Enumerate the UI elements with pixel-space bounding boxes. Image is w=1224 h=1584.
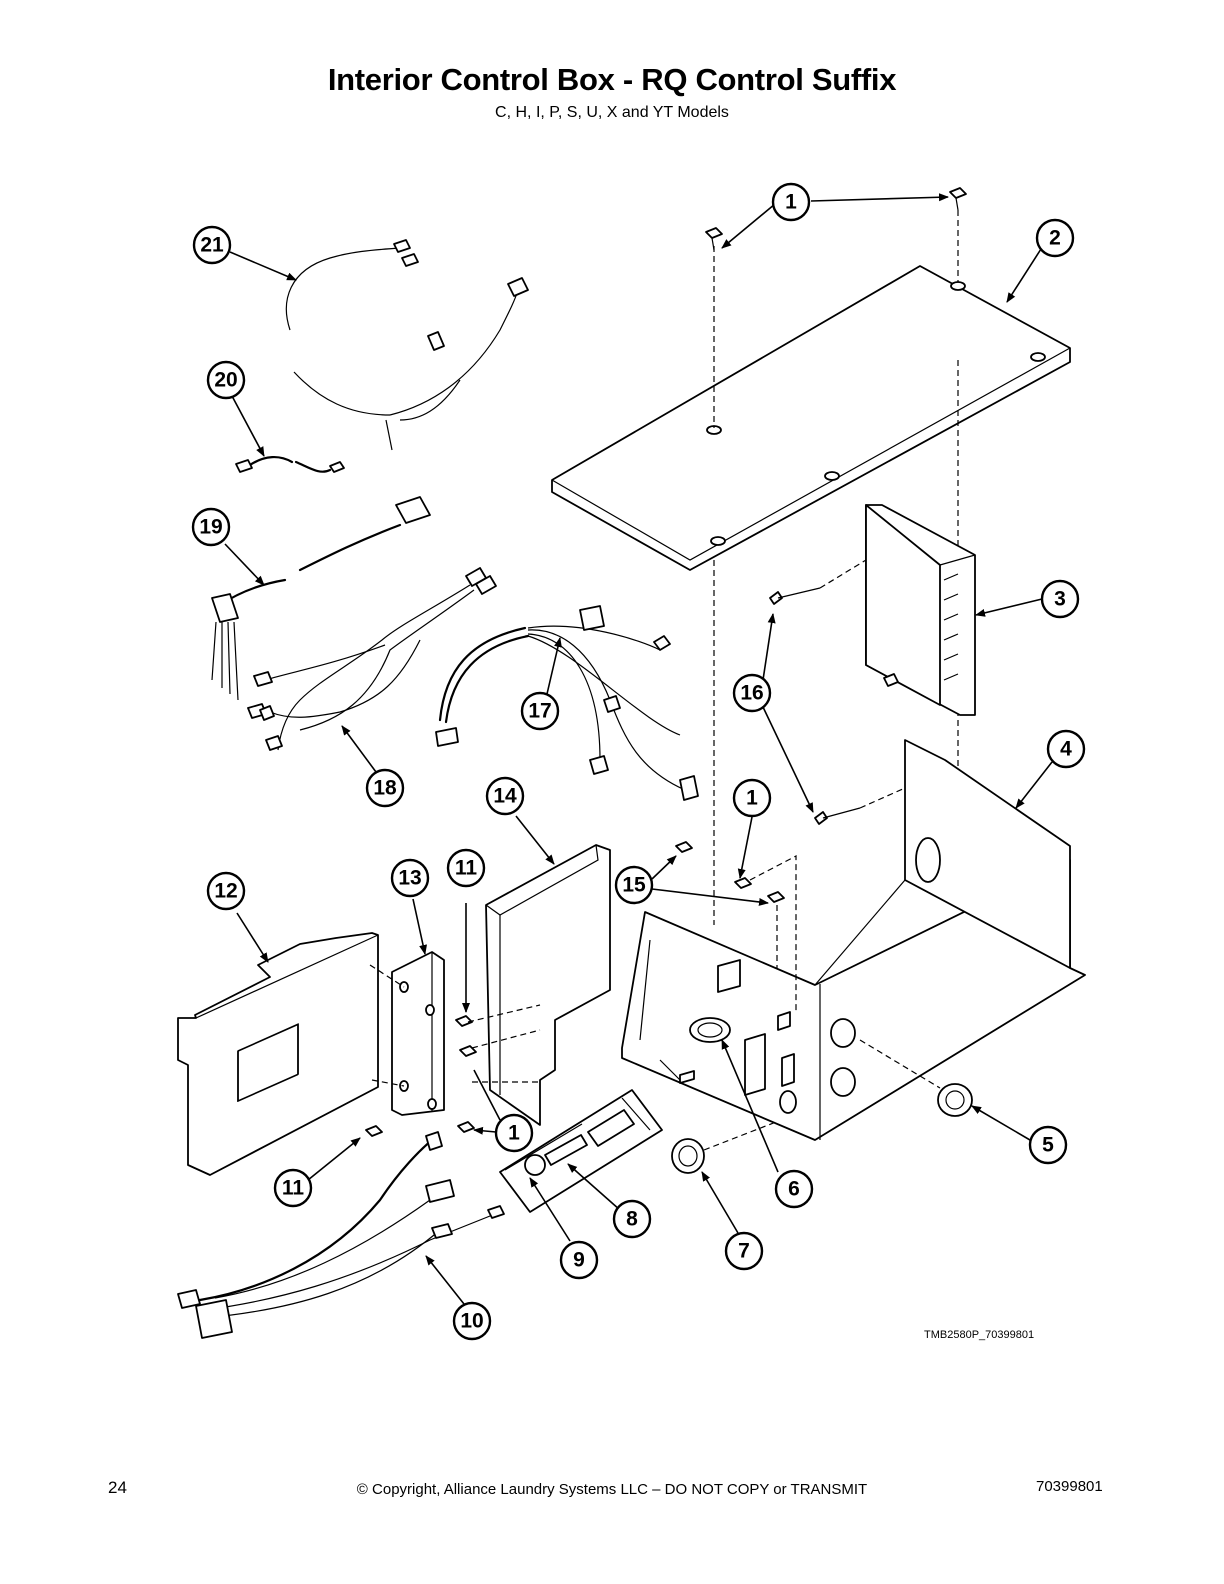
callout-21: 21 [192,225,232,265]
callout-5: 5 [1028,1125,1068,1165]
callout-label: 12 [214,880,237,903]
cover-plate [551,265,1071,571]
callout-20: 20 [206,360,246,400]
callout-8: 8 [612,1199,652,1239]
mounting-screws [769,559,906,825]
callout-12: 12 [206,871,246,911]
callout-1a: 1 [771,182,811,222]
callout-label: 16 [740,682,763,705]
callout-17: 17 [520,691,560,731]
mounting-plate-13 [391,951,445,1116]
document-number: 70399801 [1036,1478,1103,1495]
wire-harness-17 [435,605,699,801]
fuse-holder-assembly [499,1089,663,1213]
callout-label: 5 [1042,1134,1054,1157]
callout-4: 4 [1046,729,1086,769]
callout-label: 13 [398,867,421,890]
callout-label: 2 [1049,227,1061,250]
callout-label: 20 [214,369,237,392]
callout-16: 16 [732,673,772,713]
bushing-7 [671,1138,705,1174]
copyright-notice: © Copyright, Alliance Laundry Systems LL… [356,1481,868,1498]
callout-6: 6 [774,1169,814,1209]
bushing-5 [937,1083,973,1117]
callout-label: 10 [460,1310,483,1333]
mounting-bracket-14 [485,844,611,1126]
callout-label: 1 [785,191,797,214]
callout-label: 4 [1060,738,1072,761]
callout-label: 11 [455,857,478,880]
callout-label: 8 [626,1208,638,1231]
callout-label: 1 [746,787,758,810]
callout-1b: 1 [732,778,772,818]
callout-7: 7 [724,1231,764,1271]
callout-label: 21 [200,234,224,257]
callout-14: 14 [485,776,525,816]
callout-11b: 11 [273,1168,313,1208]
box-housing [621,739,1086,1141]
callout-1c: 1 [494,1113,534,1153]
callout-9: 9 [559,1240,599,1280]
control-board-12 [177,932,405,1176]
page-title: Interior Control Box - RQ Control Suffix [327,62,897,97]
wire-harness-21 [285,239,529,451]
callout-label: 14 [493,785,517,808]
page-number: 24 [108,1478,127,1497]
callout-label: 7 [738,1240,750,1263]
callout-10: 10 [452,1301,492,1341]
callout-label: 19 [199,516,222,539]
callout-label: 6 [788,1178,800,1201]
wire-harness-10 [177,1131,505,1339]
drawing-id: TMB2580P_70399801 [924,1329,1035,1341]
page-subtitle: C, H, I, P, S, U, X and YT Models [495,104,729,121]
callout-13: 13 [390,858,430,898]
callout-label: 9 [573,1249,585,1272]
callout-label: 11 [282,1177,305,1200]
callout-label: 3 [1054,588,1066,611]
callout-2: 2 [1035,218,1075,258]
callout-label: 18 [373,777,397,800]
callout-15: 15 [614,865,654,905]
callout-19: 19 [191,507,231,547]
control-module [865,504,976,716]
wire-20 [235,456,345,473]
wire-harness-18 [247,567,497,751]
callout-18: 18 [365,768,405,808]
callout-label: 1 [508,1122,520,1145]
wire-harness-19 [211,496,431,701]
callout-11a: 11 [446,848,486,888]
callout-label: 15 [622,874,646,897]
callout-3: 3 [1040,579,1080,619]
callout-label: 17 [528,700,551,723]
